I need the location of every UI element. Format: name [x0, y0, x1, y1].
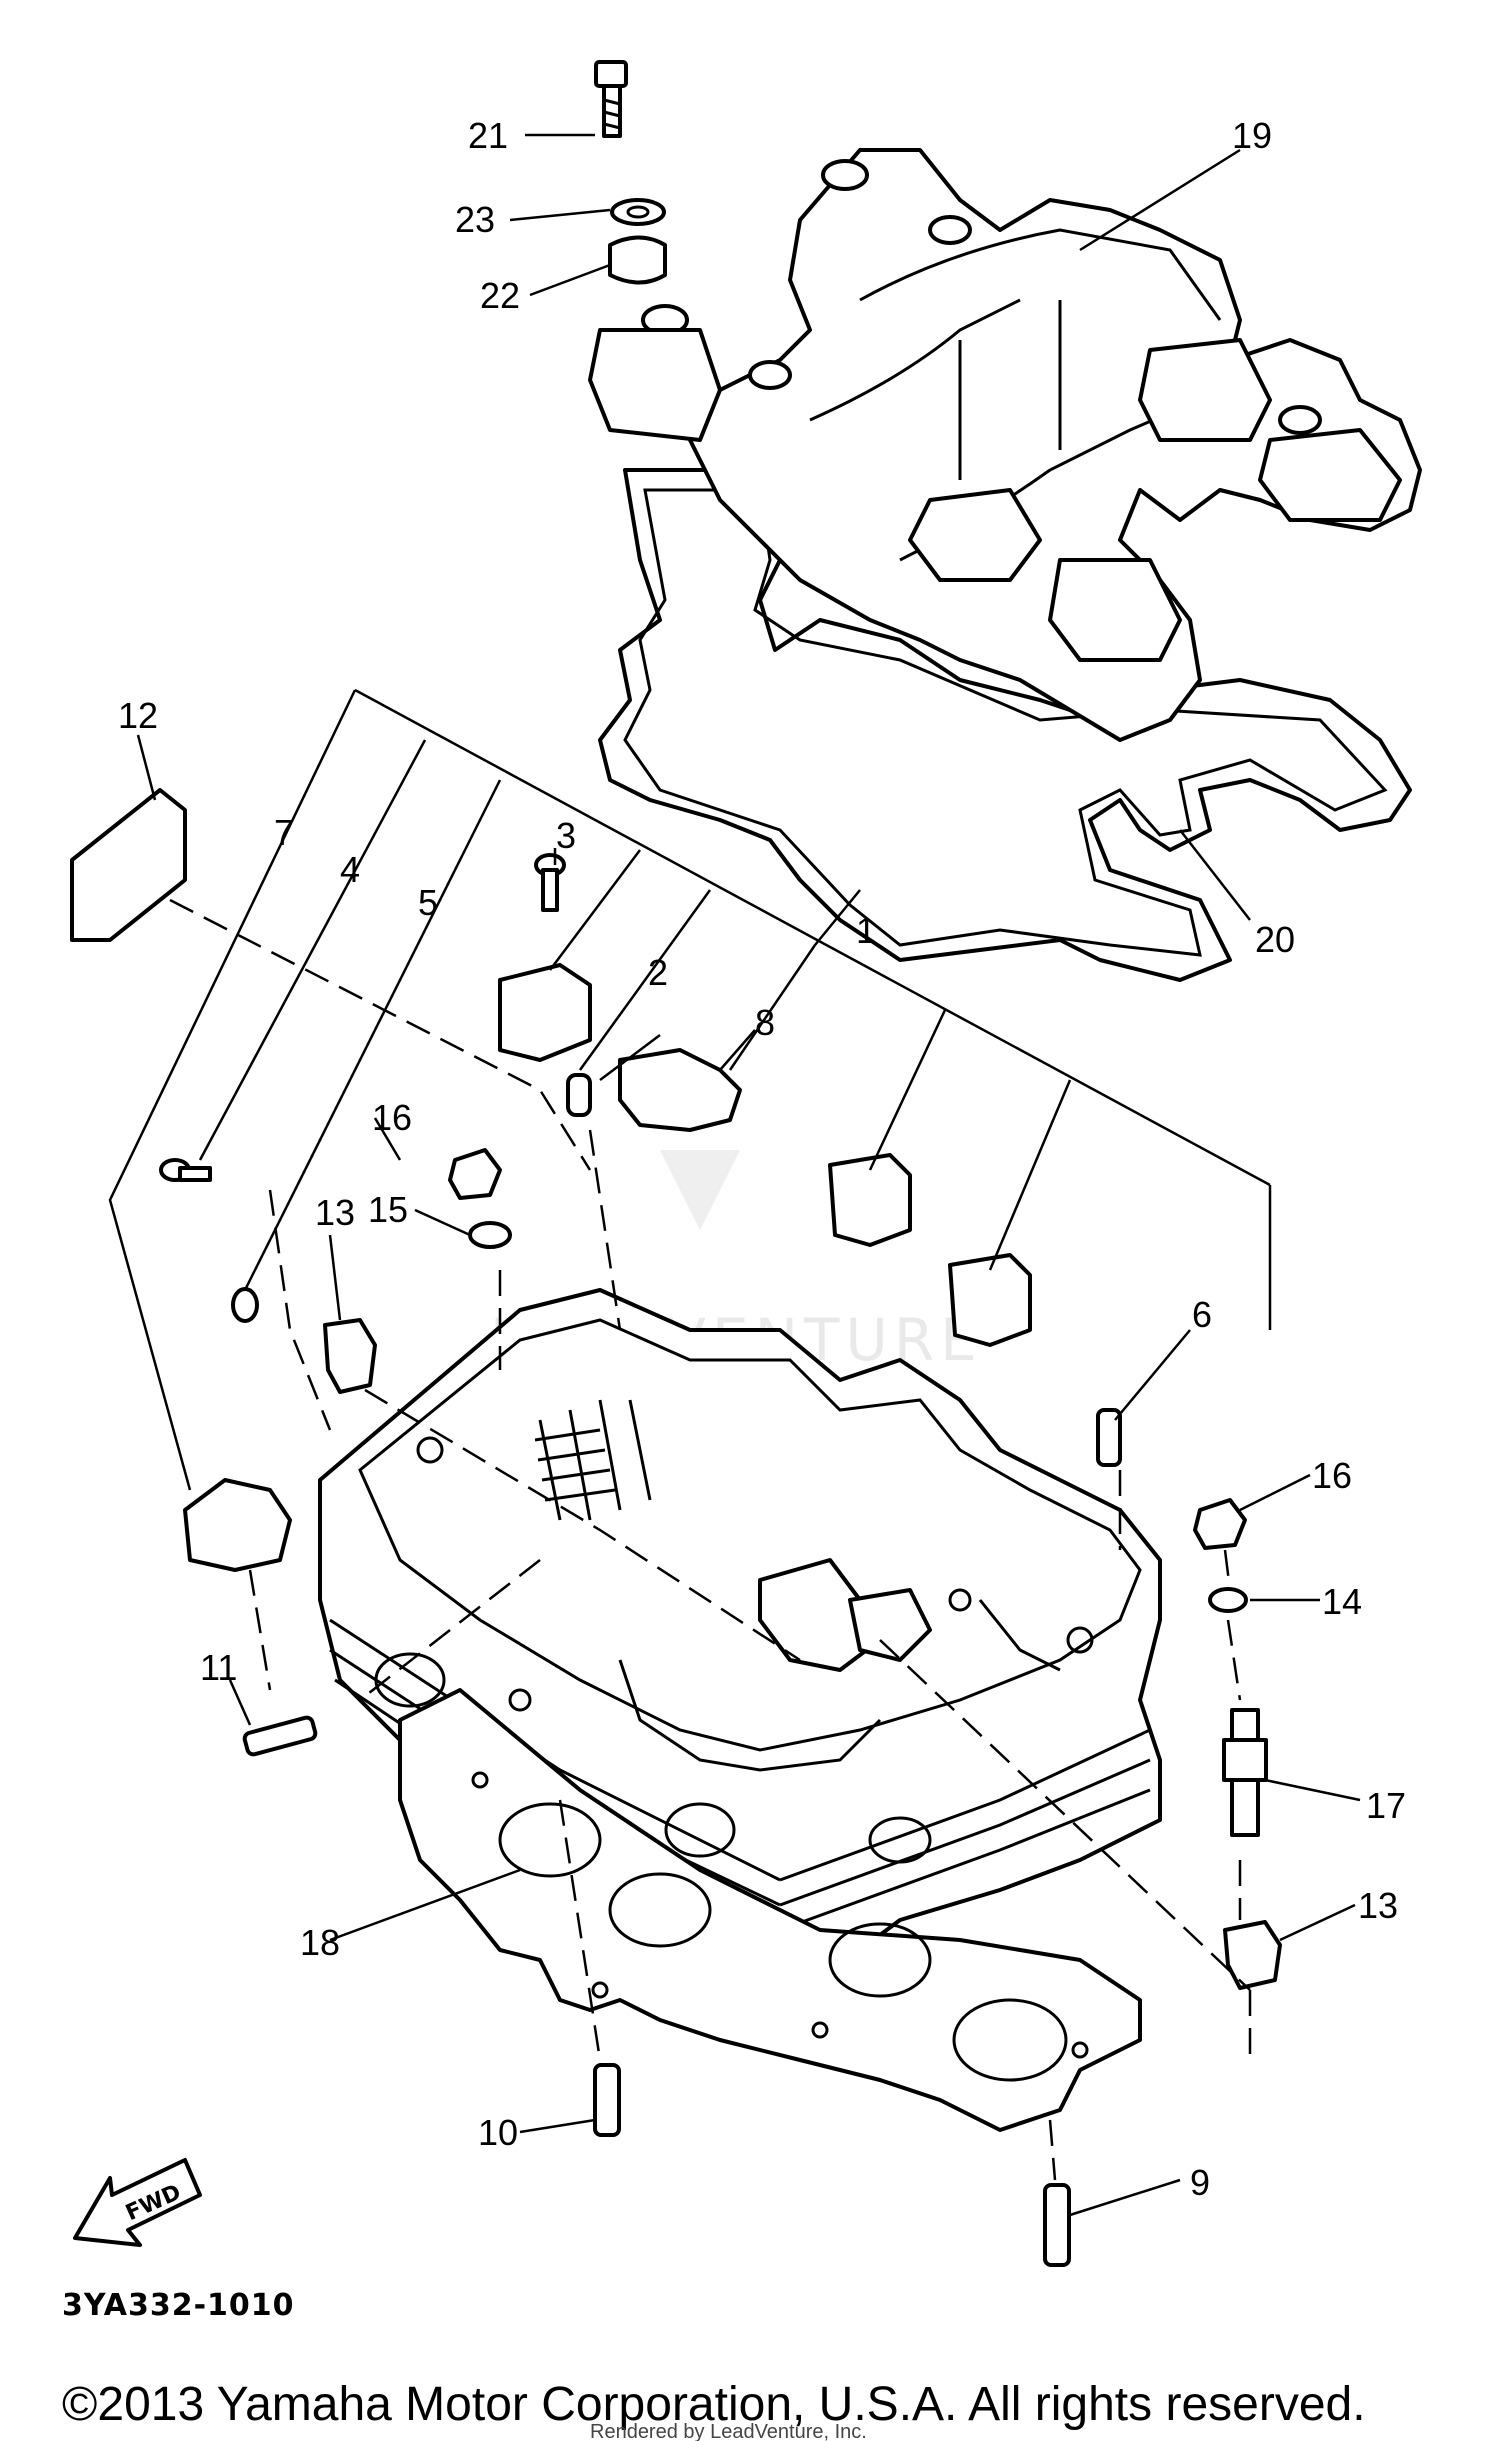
- stud-bolt: [593, 2063, 621, 2137]
- cylinder-head-cover: [588, 148, 1422, 742]
- callout-22: 22: [480, 275, 520, 316]
- callout-6: 6: [1192, 1294, 1212, 1335]
- render-credit: Rendered by LeadVenture, Inc.: [590, 2421, 867, 2441]
- dowel-pin: [566, 1073, 592, 1117]
- part-code: 3YA332-1010: [62, 2288, 295, 2323]
- camshaft-cap: [948, 1253, 1032, 1347]
- callout-13b: 13: [1358, 1885, 1398, 1926]
- callout-4: 4: [340, 849, 360, 890]
- cover-grommet: [608, 235, 667, 285]
- callout-21: 21: [468, 115, 508, 156]
- cap-nut: [448, 1148, 502, 1200]
- cover-bolt: [594, 60, 628, 138]
- callout-19: 19: [1232, 115, 1272, 156]
- callout-12: 12: [118, 695, 158, 736]
- stud-bolt: [242, 1715, 318, 1757]
- cylinder-head-cover-gasket: [598, 468, 1412, 982]
- callout-15: 15: [368, 1189, 408, 1230]
- nut: [1223, 1920, 1282, 1990]
- callout-10: 10: [478, 2112, 518, 2153]
- copper-washer: [1208, 1587, 1248, 1613]
- callout-18: 18: [300, 1922, 340, 1963]
- screw: [159, 1158, 212, 1182]
- callout-7: 7: [274, 812, 294, 853]
- callouts: 21 23 22 19 20 12 7 4 5 3 2 1 8 16 13 15…: [118, 115, 1406, 2203]
- callout-14: 14: [1322, 1581, 1362, 1622]
- callout-17: 17: [1366, 1785, 1406, 1826]
- spark-plug: [1222, 1708, 1268, 1837]
- callout-5: 5: [418, 882, 438, 923]
- callout-1: 1: [856, 910, 876, 951]
- cover-washer: [610, 198, 666, 226]
- camshaft-cap: [498, 963, 592, 1062]
- callout-16b: 16: [1312, 1455, 1352, 1496]
- bracket: [70, 788, 187, 942]
- cam-cap-bolt: [534, 853, 566, 912]
- leader-lines: [108, 133, 1361, 2217]
- callout-9: 9: [1190, 2162, 1210, 2203]
- callout-23: 23: [455, 199, 495, 240]
- nut: [323, 1318, 377, 1394]
- cylinder-head-gasket: [398, 1688, 1142, 2132]
- callout-16a: 16: [372, 1097, 412, 1138]
- callout-2: 2: [648, 952, 668, 993]
- cam-sensor-bracket: [183, 1478, 292, 1572]
- copyright-notice: ©2013 Yamaha Motor Corporation, U.S.A. A…: [62, 2378, 1366, 2431]
- camshaft-cap-with-tensioner: [618, 1048, 742, 1132]
- callout-13a: 13: [315, 1192, 355, 1233]
- callout-8: 8: [755, 1002, 775, 1043]
- cap-nut: [1193, 1498, 1247, 1550]
- copper-washer: [468, 1221, 512, 1249]
- camshaft-cap: [828, 1153, 912, 1247]
- callout-11: 11: [200, 1647, 237, 1688]
- stud-bolt: [1043, 2183, 1071, 2267]
- pin: [1096, 1408, 1122, 1467]
- callout-3: 3: [556, 815, 576, 856]
- forward-direction-arrow: FWD: [73, 2158, 202, 2247]
- callout-20: 20: [1255, 919, 1295, 960]
- washer: [231, 1287, 259, 1323]
